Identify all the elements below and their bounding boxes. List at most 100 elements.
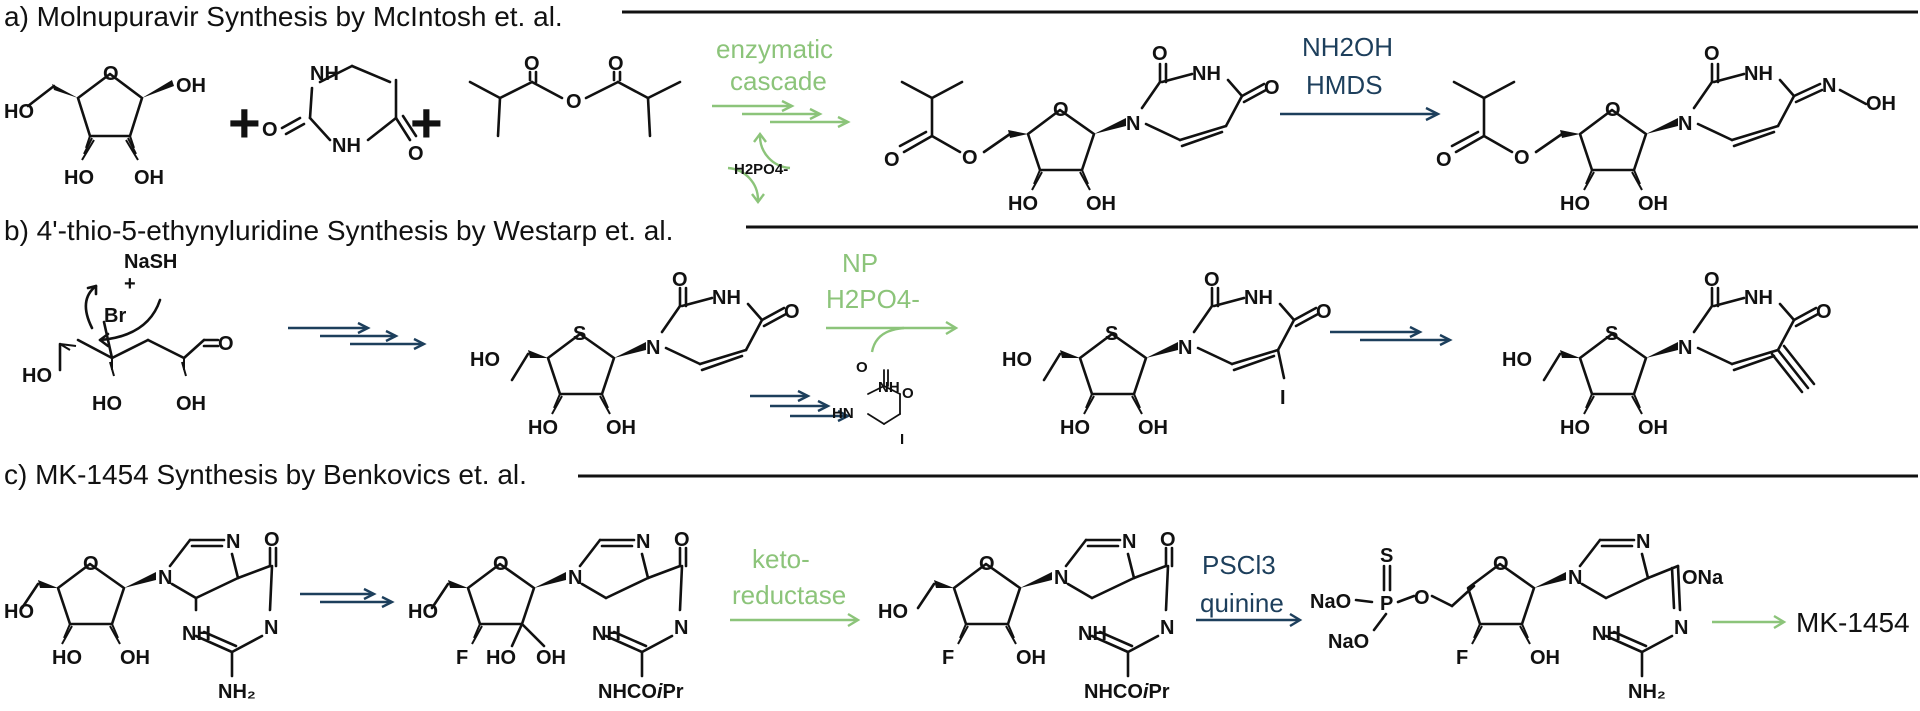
carbonyl-o-label: O <box>1264 77 1280 99</box>
ring-oxygen-label: O <box>979 553 995 575</box>
ho-label: HO <box>408 601 438 623</box>
ho-label: HO <box>878 601 908 623</box>
condition-nh2oh: NH2OH <box>1302 32 1393 62</box>
condition-pscl3: PSCl3 <box>1202 550 1276 580</box>
ring-n-label: N <box>264 617 278 639</box>
nh2-label: NH₂ <box>218 681 256 703</box>
oxime-n-label: N <box>1822 75 1836 97</box>
carbonyl-o-label: O <box>1204 269 1220 291</box>
carbonyl-o-label: O <box>856 359 868 376</box>
ring-n-label: N <box>1674 617 1688 639</box>
nh-label: NH <box>1078 623 1107 645</box>
oh-label: OH <box>1016 647 1046 669</box>
ring-oxygen-label: O <box>83 553 99 575</box>
oh-label: OH <box>120 647 150 669</box>
section-b-title: b) 4'-thio-5-ethynyluridine Synthesis by… <box>4 215 673 246</box>
oh-label: OH <box>1638 193 1668 215</box>
ring-sulfur-label: S <box>1605 323 1618 345</box>
condition-enzymatic: enzymatic <box>716 34 833 64</box>
iodine-label: I <box>1280 387 1286 409</box>
condition-phosphate: H2PO4- <box>826 284 920 314</box>
carbonyl-o-label: O <box>674 529 690 551</box>
ethynyl-thiouridine-molecule: S HO HO OH N O NH O <box>1502 269 1832 439</box>
carbonyl-o-label: O <box>264 529 280 551</box>
ring-oxygen-label: O <box>1053 99 1069 121</box>
fluorine-label: F <box>942 647 954 669</box>
ho-label: HO <box>92 393 122 415</box>
oh-label: OH <box>606 417 636 439</box>
nh2-label: NH₂ <box>1628 681 1666 703</box>
nh-label: NH <box>310 63 339 85</box>
oh-label: OH <box>1138 417 1168 439</box>
ho-label: HO <box>4 101 34 123</box>
ring-n-label: N <box>1054 567 1068 589</box>
oh-label: OH <box>134 167 164 189</box>
ring-n-label: N <box>1122 531 1136 553</box>
thiouridine-molecule: S HO HO OH N O NH O <box>470 269 800 439</box>
carbonyl-o-label: O <box>1160 529 1176 551</box>
ketone-hydrate-nucleoside-molecule: O HO F HO OH N N O N NH NHCOiPr <box>408 529 690 703</box>
ring-n-label: N <box>1160 617 1174 639</box>
ho-label: HO <box>1008 193 1038 215</box>
multistep-arrows <box>288 321 427 351</box>
uracil-molecule: NH NH O O <box>262 63 424 165</box>
phosphorus-label: P <box>1380 593 1393 615</box>
amide-label: NHCOiPr <box>598 681 684 703</box>
ho-label: HO <box>1560 193 1590 215</box>
ring-oxygen-label: O <box>1605 99 1621 121</box>
final-product-label: MK-1454 <box>1796 607 1910 638</box>
carbonyl-o-label: O <box>262 119 278 141</box>
phosphate-label: H2PO4- <box>734 161 788 178</box>
isobutyric-anhydride-molecule: O O O <box>468 53 682 138</box>
ho-label: HO <box>486 647 516 669</box>
ho-label: HO <box>52 647 82 669</box>
ester-o-label: O <box>1414 587 1430 609</box>
carbonyl-o-label: O <box>1436 149 1452 171</box>
multistep-arrows <box>300 587 395 609</box>
nash-label: NaSH <box>124 251 177 273</box>
carbonyl-o-label: O <box>902 385 914 402</box>
ring-oxygen-label: O <box>103 63 119 85</box>
iodine-label: I <box>900 431 904 448</box>
final-arrow <box>1712 614 1787 630</box>
ring-n-label: N <box>1678 113 1692 135</box>
nao-label: NaO <box>1310 591 1351 613</box>
carbonyl-o-label: O <box>1816 301 1832 323</box>
fluorine-label: F <box>456 647 468 669</box>
carbonyl-o-label: O <box>1152 43 1168 65</box>
ring-n-label: N <box>1636 531 1650 553</box>
plus-label: + <box>124 273 136 295</box>
ho-label: HO <box>1060 417 1090 439</box>
ho-label: HO <box>64 167 94 189</box>
nh-label: NH <box>878 379 900 396</box>
oh-label: OH <box>1530 647 1560 669</box>
ring-n-label: N <box>158 567 172 589</box>
carbonyl-o-label: O <box>1316 301 1332 323</box>
plus-sign: + <box>410 91 443 154</box>
ester-o-label: O <box>1514 147 1530 169</box>
bromo-aldehyde-molecule: NaSH + Br O HO HO OH <box>22 251 234 415</box>
amide-label: NHCOiPr <box>1084 681 1170 703</box>
ring-oxygen-label: O <box>1493 553 1509 575</box>
molnupiravir-molecule: O O O HO OH N O NH N OH <box>1436 43 1896 215</box>
ketoreductase-arrow <box>730 612 861 628</box>
carbonyl-o-label: O <box>1704 43 1720 65</box>
oh-label: OH <box>176 393 206 415</box>
oh-label: OH <box>536 647 566 669</box>
nh-label: NH <box>1744 63 1773 85</box>
ring-n-label: N <box>568 567 582 589</box>
multistep-arrows <box>1330 325 1453 347</box>
carbonyl-o-label: O <box>1704 269 1720 291</box>
ring-n-label: N <box>1568 567 1582 589</box>
sulfur-label: S <box>1380 545 1393 567</box>
oh-label: OH <box>1086 193 1116 215</box>
condition-hmds: HMDS <box>1306 70 1383 100</box>
nh-label: NH <box>1244 287 1273 309</box>
thiophosphate-nucleoside-molecule: NaO NaO P S O O F OH N N ONa N NH NH₂ <box>1310 531 1724 703</box>
carbonyl-o-label: O <box>672 269 688 291</box>
ring-n-label: N <box>1126 113 1140 135</box>
condition-keto: keto- <box>752 544 810 574</box>
ring-n-label: N <box>636 531 650 553</box>
carbonyl-o-label: O <box>524 53 540 75</box>
